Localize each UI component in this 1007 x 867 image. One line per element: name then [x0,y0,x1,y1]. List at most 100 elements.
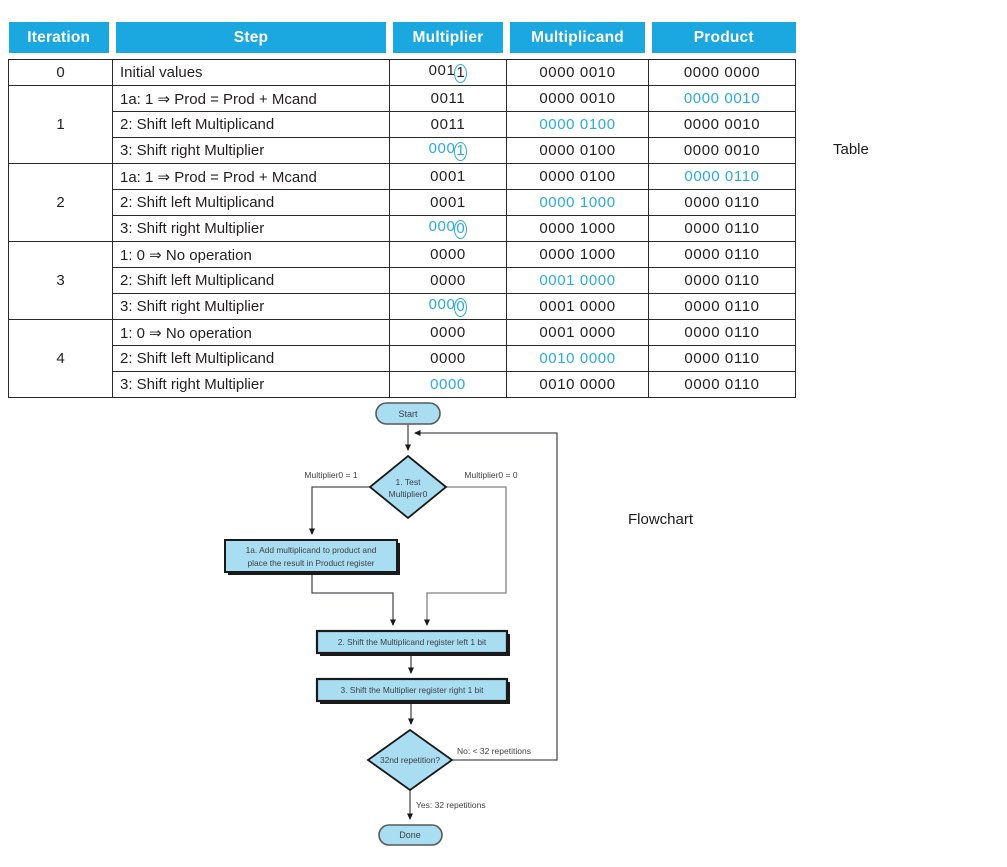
product-cell: 0000 0110 [648,241,796,268]
product-cell: 0000 0110 [648,319,796,346]
table-row: 2 1a: 1 ⇒ Prod = Prod + Mcand 0001 0000 … [8,163,796,242]
step-cell: 3: Shift right Multiplier [112,215,390,242]
flowchart: Start 1. Test Multiplier0 Multiplier0 = … [224,402,558,846]
multiplicand-cell: 0000 1000 [506,241,649,268]
multiplier-cell: 0000 [389,371,507,398]
multiplier-cell: 0001 [389,137,507,164]
table-header-row: Iteration Step Multiplier Multiplicand P… [8,22,796,53]
process-3-label: 3. Shift the Multiplier register right 1… [341,685,485,695]
table-row: 3 1: 0 ⇒ No operation 0000 0000 1000 000… [8,241,796,320]
iteration-cell: 1 [8,85,113,164]
multiplier-cell: 0000 [389,293,507,320]
done-label: Done [399,830,421,840]
circled-bit: 1 [454,142,468,161]
step-cell: 1: 0 ⇒ No operation [112,319,390,346]
process-1a-line2: place the result in Product register [247,558,374,568]
product-cell: 0000 0110 [648,267,796,294]
iteration-cell: 4 [8,319,113,398]
circled-bit: 1 [454,64,468,83]
product-cell: 0000 0110 [648,293,796,320]
step-cell: 2: Shift left Multiplicand [112,345,390,372]
step-cell: 2: Shift left Multiplicand [112,111,390,138]
connector-box1a-to-box2 [311,575,396,626]
flowchart-caption: Flowchart [628,511,694,528]
step-cell: Initial values [112,59,390,86]
table-row: 3: Shift right Multiplier 0000 0010 0000… [9,371,796,398]
table-row: 3: Shift right Multiplier 0000 0001 0000… [9,293,796,320]
step-cell: 3: Shift right Multiplier [112,371,390,398]
multiplier-cell: 0011 [389,59,507,86]
multiplier-value: 0000 [430,376,466,393]
multiplicand-cell: 0000 0100 [506,137,649,164]
decision1-label-line1: 1. Test [396,477,422,487]
multiplier-value: 000 [428,218,456,235]
multiplier-value: 0000 [430,272,466,289]
process-3-shift-multiplier [315,677,509,703]
circled-bit: 0 [454,298,468,317]
branch-left-label: Multiplier0 = 1 [304,470,357,480]
multiplier-cell: 0000 [389,319,507,346]
table-row: 1 1a: 1 ⇒ Prod = Prod + Mcand 0011 0000 … [8,85,796,164]
multiplier-cell: 0000 [389,267,507,294]
table-row: 2: Shift left Multiplicand 0000 0001 000… [9,267,796,294]
multiplier-value: 000 [428,296,456,313]
multiplier-cell: 0001 [389,163,507,190]
multiplicand-cell: 0000 1000 [506,189,649,216]
circled-bit: 0 [454,220,468,239]
header-multiplier: Multiplier [386,22,507,53]
step-cell: 2: Shift left Multiplicand [112,267,390,294]
product-cell: 0000 0010 [648,85,796,112]
table-row: 3: Shift right Multiplier 0000 0000 1000… [9,215,796,242]
table-row: 2: Shift left Multiplicand 0000 0010 000… [9,345,796,372]
table-row: 2: Shift left Multiplicand 0001 0000 100… [9,189,796,216]
decision-32nd-repetition [366,728,454,792]
table-row: 2: Shift left Multiplicand 0011 0000 010… [9,111,796,138]
yes-branch-label: Yes: 32 repetitions [416,800,486,810]
multiplier-value: 001 [428,62,456,79]
connector-branch-right [424,486,507,626]
multiplicand-cell: 0010 0000 [506,371,649,398]
multiplicand-cell: 0000 0010 [506,59,649,86]
multiplicand-cell: 0001 0000 [506,319,649,346]
multiplicand-cell: 0000 0010 [506,85,649,112]
process-2-label: 2. Shift the Multiplicand register left … [338,637,487,647]
product-cell: 0000 0010 [648,137,796,164]
header-multiplicand: Multiplicand [503,22,649,53]
multiplier-value: 0011 [430,116,466,133]
multiplication-table: Iteration Step Multiplier Multiplicand P… [8,22,796,398]
product-cell: 0000 0110 [648,371,796,398]
multiplicand-cell: 0000 0100 [506,111,649,138]
multiplier-cell: 0000 [389,215,507,242]
connector-branch-left [309,486,370,535]
connector-loop-back [414,430,558,761]
multiplier-cell: 0000 [389,345,507,372]
multiplicand-cell: 0010 0000 [506,345,649,372]
header-iteration: Iteration [8,22,113,53]
product-cell: 0000 0110 [648,345,796,372]
decision2-label: 32nd repetition? [380,755,440,765]
multiplier-value: 0011 [430,90,466,107]
table-row: 4 1: 0 ⇒ No operation 0000 0001 0000 000… [8,319,796,398]
step-cell: 1a: 1 ⇒ Prod = Prod + Mcand [112,85,390,112]
product-cell: 0000 0110 [648,189,796,216]
multiplier-value: 0001 [430,194,466,211]
no-branch-label: No: < 32 repetitions [457,746,531,756]
table-row: 3: Shift right Multiplier 0001 0000 0100… [9,137,796,164]
decision-test-multiplier0 [368,454,448,520]
multiplicand-cell: 0000 0100 [506,163,649,190]
table-caption: Table [833,141,869,158]
step-cell: 3: Shift right Multiplier [112,293,390,320]
multiplier-cell: 0001 [389,189,507,216]
multiplier-cell: 0000 [389,241,507,268]
header-product: Product [645,22,796,53]
start-label: Start [398,409,418,419]
multiplier-value: 0001 [430,168,466,185]
multiplier-value: 0000 [430,246,466,263]
step-cell: 2: Shift left Multiplicand [112,189,390,216]
multiplier-cell: 0011 [389,85,507,112]
step-cell: 3: Shift right Multiplier [112,137,390,164]
multiplier-value: 000 [428,140,456,157]
step-cell: 1a: 1 ⇒ Prod = Prod + Mcand [112,163,390,190]
table-row: 0 Initial values 0011 0000 0010 0000 000… [8,59,796,86]
product-cell: 0000 0000 [648,59,796,86]
